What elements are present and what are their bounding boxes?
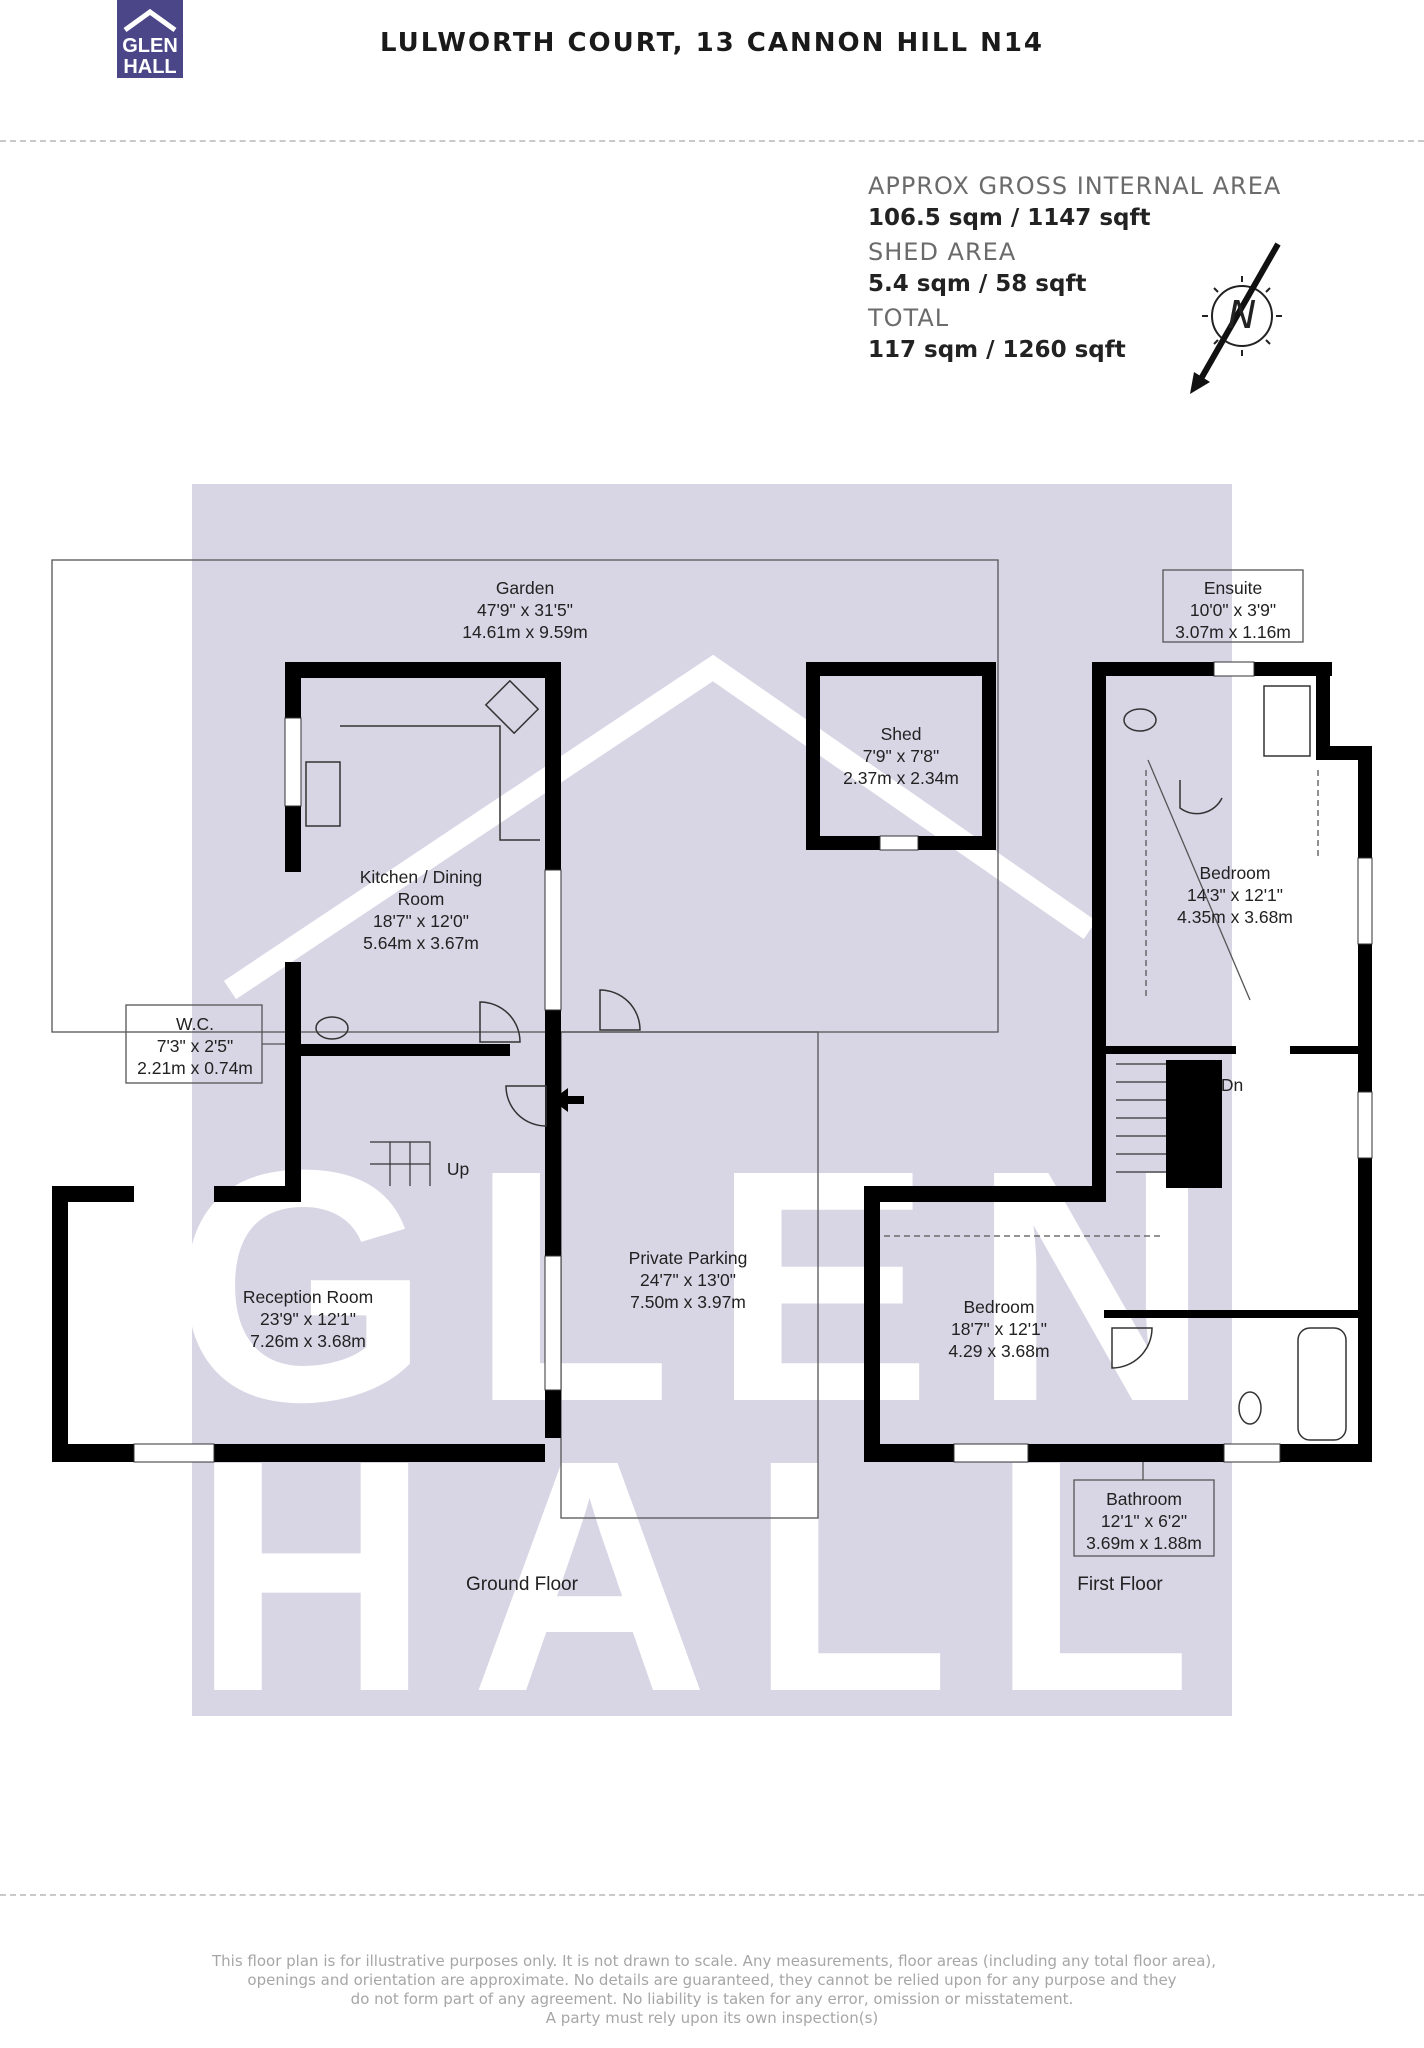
- first-floor-label: First Floor: [1077, 1574, 1163, 1595]
- shed-name: Shed: [881, 724, 922, 744]
- bath-icon: [1297, 1327, 1347, 1441]
- compass-icon: N: [1190, 242, 1282, 394]
- header-divider: [0, 140, 1424, 142]
- svg-text:HALL: HALL: [123, 56, 176, 78]
- floor-plan: GLEN HALL: [51, 484, 1373, 1750]
- bathroom-name: Bathroom: [1106, 1489, 1182, 1509]
- bathroom-imperial: 12'1" x 6'2": [1101, 1511, 1187, 1531]
- gross-area-label: APPROX GROSS INTERNAL AREA: [868, 172, 1282, 200]
- shower-icon: [1263, 685, 1311, 757]
- parking-door-icon: [599, 989, 641, 1031]
- reception-imperial: 23'9" x 12'1": [260, 1309, 356, 1329]
- kitchen-imperial: 18'7" x 12'0": [373, 911, 469, 931]
- bathroom-label-box: [1073, 1479, 1215, 1557]
- glen-hall-logo: GLEN HALL: [117, 0, 183, 78]
- ensuite-imperial: 10'0" x 3'9": [1190, 600, 1276, 620]
- watermark: GLEN HALL: [174, 484, 1251, 1750]
- shed-area-label: SHED AREA: [868, 238, 1017, 266]
- property-title: LULWORTH COURT, 13 CANNON HILL N14: [379, 28, 1045, 58]
- wc-name: W.C.: [176, 1014, 214, 1034]
- shed-imperial: 7'9" x 7'8": [863, 746, 940, 766]
- staircase-icon: [370, 1063, 1166, 1186]
- bedroom1-name: Bedroom: [1199, 863, 1270, 883]
- garden-name: Garden: [496, 578, 554, 598]
- parking-name: Private Parking: [629, 1248, 748, 1268]
- disclaimer-line: do not form part of any agreement. No li…: [350, 1990, 1074, 2008]
- kitchen-sink-icon: [305, 761, 341, 827]
- disclaimer-line: openings and orientation are approximate…: [247, 1971, 1177, 1989]
- shed-metric: 2.37m x 2.34m: [843, 768, 959, 788]
- hob-icon: [484, 679, 540, 735]
- shed-area-value: 5.4 sqm / 58 sqft: [868, 271, 1087, 297]
- ensuite-name: Ensuite: [1204, 578, 1262, 598]
- bedroom1-metric: 4.35m x 3.68m: [1177, 907, 1293, 927]
- area-summary: APPROX GROSS INTERNAL AREA 106.5 sqm / 1…: [868, 170, 1281, 368]
- ensuite-label-box: [1162, 569, 1304, 643]
- total-area-label: TOTAL: [868, 304, 950, 332]
- ensuite-metric: 3.07m x 1.16m: [1175, 622, 1291, 642]
- kitchen-name-1: Kitchen / Dining: [360, 867, 483, 887]
- ensuite-toilet-icon: [1123, 708, 1157, 732]
- parking-metric: 7.50m x 3.97m: [630, 1292, 746, 1312]
- total-area-value: 117 sqm / 1260 sqft: [868, 337, 1126, 363]
- disclaimer-line: This floor plan is for illustrative purp…: [212, 1952, 1217, 1970]
- stairs-down: Dn: [1221, 1075, 1243, 1095]
- entrance-arrow-icon: [552, 1088, 584, 1112]
- reception-name: Reception Room: [243, 1287, 373, 1307]
- bedroom2-imperial: 18'7" x 12'1": [951, 1319, 1047, 1339]
- kitchen-metric: 5.64m x 3.67m: [363, 933, 479, 953]
- bedroom2-name: Bedroom: [963, 1297, 1034, 1317]
- bathroom-toilet-icon: [1238, 1391, 1262, 1425]
- compass-letter: N: [1228, 293, 1256, 337]
- bedroom1-imperial: 14'3" x 12'1": [1187, 885, 1283, 905]
- wc-metric: 2.21m x 0.74m: [137, 1058, 253, 1078]
- ground-floor-label: Ground Floor: [466, 1574, 579, 1595]
- svg-text:GLEN: GLEN: [122, 35, 178, 57]
- watermark-top: GLEN: [174, 1101, 1251, 1470]
- bedroom2-metric: 4.29 x 3.68m: [948, 1341, 1049, 1361]
- garden-imperial: 47'9" x 31'5": [477, 600, 573, 620]
- kitchen-name-2: Room: [398, 889, 445, 909]
- footer-divider: [0, 1894, 1424, 1896]
- bathroom-metric: 3.69m x 1.88m: [1086, 1533, 1202, 1553]
- bath-shower-icon: [1111, 1327, 1153, 1369]
- wc-imperial: 7'3" x 2'5": [157, 1036, 234, 1056]
- stairs-up: Up: [447, 1159, 469, 1179]
- disclaimer: This floor plan is for illustrative purp…: [212, 1952, 1217, 2028]
- garden-metric: 14.61m x 9.59m: [462, 622, 587, 642]
- reception-metric: 7.26m x 3.68m: [250, 1331, 366, 1351]
- garden-boundary: [51, 559, 999, 1033]
- gross-area-value: 106.5 sqm / 1147 sqft: [868, 205, 1151, 231]
- disclaimer-line: A party must rely upon its own inspectio…: [545, 2009, 879, 2027]
- wc-toilet-icon: [315, 1016, 349, 1040]
- parking-imperial: 24'7" x 13'0": [640, 1270, 736, 1290]
